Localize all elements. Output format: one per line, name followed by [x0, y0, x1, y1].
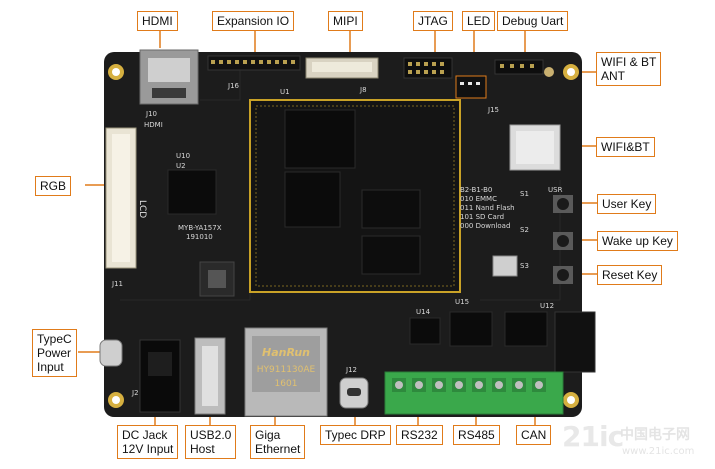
- silk-j2: J2: [131, 389, 139, 397]
- silk-u12: U12: [540, 302, 554, 310]
- label-wifi-bt: WIFI&BT: [596, 137, 655, 157]
- silk-boot-1: B2-B1-B0: [460, 186, 492, 194]
- ethernet-code: 1601: [275, 379, 298, 389]
- label-hdmi: HDMI: [137, 11, 178, 31]
- ethernet-brand: HanRun: [262, 346, 310, 359]
- label-debug-uart: Debug Uart: [497, 11, 569, 31]
- silk-myb: MYB-YA157X: [178, 224, 222, 232]
- ethernet-part: HY911130AE: [257, 365, 316, 375]
- rs232-transceiver: [449, 311, 493, 347]
- label-reset-key: Reset Key: [597, 265, 663, 285]
- pmic-chip: [284, 171, 341, 228]
- watermark-logo: 21ic: [562, 420, 624, 453]
- silk-boot-5: 000 Download: [460, 222, 510, 230]
- jtag-header: [403, 57, 453, 79]
- silk-rev: 191010: [186, 233, 213, 241]
- side-connector: [554, 311, 596, 373]
- silk-u1: U1: [280, 88, 290, 96]
- silk-j12: J12: [345, 366, 357, 374]
- silk-usr: USR: [548, 186, 563, 194]
- label-led: LED: [462, 11, 496, 31]
- silk-boot-2: 010 EMMC: [460, 195, 497, 203]
- typec-power-connector: [99, 339, 123, 367]
- silk-s3: S3: [520, 262, 529, 270]
- silk-u2: U2: [176, 162, 186, 170]
- silk-u10: U10: [176, 152, 190, 160]
- ddr-chip-1: [361, 189, 421, 229]
- silk-u14: U14: [416, 308, 431, 316]
- label-mipi: MIPI: [328, 11, 363, 31]
- boot-switch: [492, 255, 518, 277]
- mounting-holes: [108, 64, 579, 408]
- label-wake-up-key: Wake up Key: [597, 231, 678, 251]
- label-giga-ethernet: Giga Ethernet: [250, 425, 306, 459]
- antenna-connector: [544, 67, 554, 77]
- label-expansion-io: Expansion IO: [212, 11, 295, 31]
- silk-s1: S1: [520, 190, 529, 198]
- label-typec-power: TypeC Power Input: [32, 329, 77, 377]
- can-transceiver: [504, 311, 548, 347]
- silk-lcd: LCD: [137, 200, 147, 218]
- silk-boot-3: 011 Nand Flash: [460, 204, 515, 212]
- silk-j10: J10: [145, 110, 157, 118]
- silk-j11: J11: [111, 280, 123, 288]
- label-rgb: RGB: [35, 176, 72, 196]
- label-user-key: User Key: [597, 194, 657, 214]
- silk-boot-4: 101 SD Card: [460, 213, 504, 221]
- label-usb-host: USB2.0 Host: [185, 425, 237, 459]
- silk-s2: S2: [520, 226, 529, 234]
- ddr-chip-2: [361, 235, 421, 275]
- watermark-url: www.21ic.com: [622, 446, 695, 457]
- hdmi-bridge-chip: [167, 169, 217, 215]
- label-jtag: JTAG: [413, 11, 453, 31]
- label-dc-jack: DC Jack 12V Input: [117, 425, 179, 459]
- cpu-chip: [284, 109, 356, 169]
- label-rs485: RS485: [453, 425, 500, 445]
- led-area: [455, 75, 487, 99]
- silk-j15: J15: [487, 106, 499, 114]
- label-rs232: RS232: [396, 425, 443, 445]
- debug-uart-header: [494, 59, 544, 75]
- silk-u15: U15: [455, 298, 469, 306]
- silk-j8: J8: [359, 86, 367, 94]
- silk-j16: J16: [227, 82, 240, 90]
- label-typec-drp: Typec DRP: [320, 425, 391, 445]
- expansion-io-header: [207, 55, 301, 71]
- silk-hdmi: HDMI: [144, 121, 163, 129]
- label-can: CAN: [516, 425, 552, 445]
- watermark-cn: 中国电子网: [620, 427, 690, 443]
- label-wifi-bt-ant: WIFI & BT ANT: [596, 52, 662, 86]
- buttons: [553, 195, 573, 284]
